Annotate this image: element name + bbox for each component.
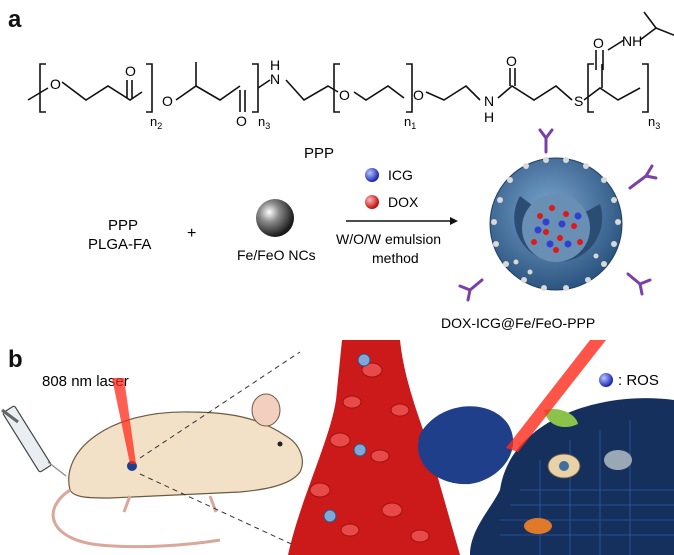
ros-legend-dot [599, 373, 613, 387]
subscript-n3-a: n3 [258, 114, 270, 131]
method-line-1: W/O/W emulsion [336, 231, 441, 247]
red-blood-cells [309, 362, 430, 543]
dox-legend-dot [365, 195, 379, 209]
subscript-n2: n2 [150, 114, 162, 131]
icg-legend-label: ICG [388, 167, 413, 183]
panel-a-letter: a [8, 6, 22, 33]
zoom-line-top [139, 351, 301, 459]
fe-feo-nc-sphere [256, 199, 294, 237]
atom-o-3: O [162, 93, 173, 109]
atom-nh: NH [622, 33, 642, 49]
atom-h-2: H [484, 109, 494, 125]
atom-o-6: O [413, 87, 424, 103]
laser-label: 808 nm laser [42, 373, 129, 390]
panel-b-illustration: 808 nm laser [1, 340, 674, 555]
laser-beam [506, 340, 606, 452]
tumor-cell-cluster [418, 406, 514, 485]
panel-b-letter: b [8, 346, 23, 373]
atom-o-1: O [50, 76, 61, 92]
atom-o-4: O [236, 113, 247, 129]
reaction-arrow-head [450, 217, 458, 225]
dox-legend-label: DOX [388, 194, 419, 210]
atom-o-8: O [593, 35, 604, 51]
atom-o-2: O [125, 63, 136, 79]
syringe [1, 405, 67, 477]
atom-h-1: H [270, 57, 280, 73]
product-label: DOX-ICG@Fe/FeO-PPP [441, 315, 595, 331]
subscript-n1: n1 [404, 114, 416, 131]
nanoparticle [458, 128, 658, 302]
polymer-name: PPP [304, 145, 334, 162]
vesicle-nanoparticle [559, 461, 569, 471]
subscript-n3-b: n3 [648, 114, 660, 131]
blood-vessel [288, 340, 460, 555]
icg-legend-dot [365, 168, 379, 182]
organelle-grey [604, 450, 632, 470]
atom-n-2: N [484, 93, 494, 109]
method-line-2: method [372, 250, 419, 266]
atom-s: S [574, 93, 583, 109]
atom-o-7: O [506, 53, 517, 69]
nc-label: Fe/FeO NCs [237, 247, 316, 263]
vessel-nanoparticles [323, 353, 371, 523]
plus-sign: + [187, 225, 196, 242]
ros-legend-label: : ROS [618, 372, 659, 389]
mouse [51, 393, 303, 549]
atom-o-5: O [339, 87, 350, 103]
reactant-plga-fa: PLGA-FA [88, 236, 151, 253]
atom-n-1: N [270, 71, 280, 87]
mouse-laser-beam [112, 378, 136, 464]
polymer-structure: O O O O N H O O N H O S O NH n2 n3 n1 n3… [27, 11, 674, 331]
zoom-line-bottom [139, 473, 301, 549]
reactant-ppp: PPP [108, 217, 138, 234]
organelle-mitochondria [524, 518, 552, 534]
organelle-green [544, 408, 578, 428]
